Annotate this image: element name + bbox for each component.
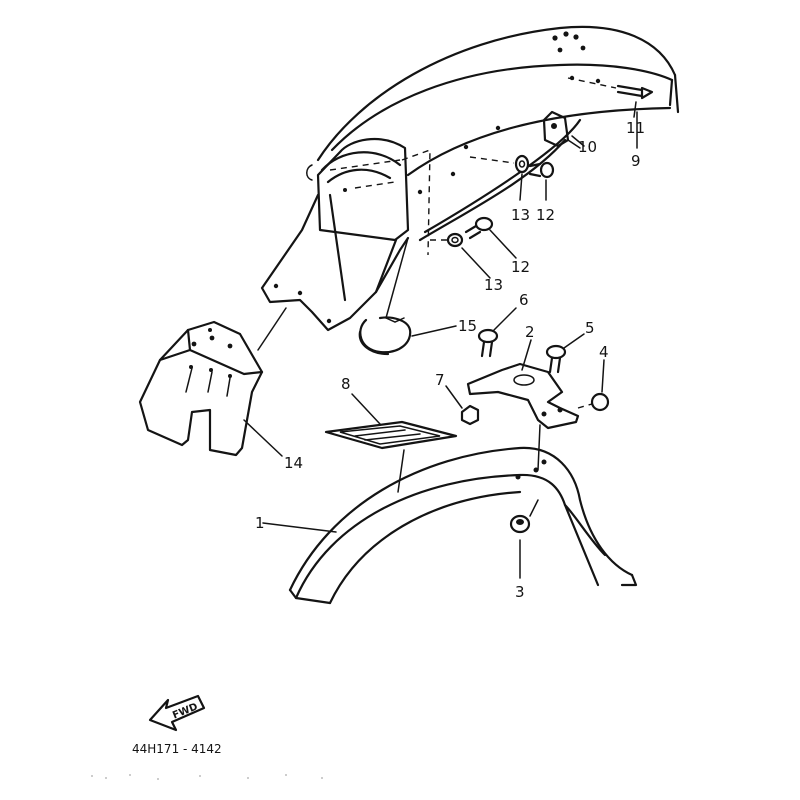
rear-fender [306,25,680,242]
callout-14: 14 [284,454,303,472]
part-11-bolt [567,77,654,100]
inner-fender-panel [260,148,431,332]
part-15-clamp [358,237,412,356]
callout-12-lower: 12 [511,258,530,276]
part-13-washer-upper [469,154,530,174]
callout-8: 8 [341,375,351,393]
part-8-decal [324,420,458,493]
callout-4: 4 [599,343,609,361]
part-12-bolt-lower [464,216,494,240]
part-13-washer-lower [430,232,464,248]
part-5-bolt [545,344,567,374]
front-fender [288,446,638,605]
part-12-bolt-upper [528,161,555,179]
callout-13-lower: 13 [484,276,503,294]
fwd-arrow: FWD [148,694,206,732]
callout-6: 6 [519,291,529,309]
callout-12-upper: 12 [536,206,555,224]
part-3-grommet [509,499,539,534]
callout-13-upper: 13 [511,206,530,224]
callout-numbers: 1 2 3 4 5 6 7 8 9 10 11 12 12 13 13 14 1… [255,119,645,601]
callout-15: 15 [458,317,477,335]
part-14-mud-flap [138,307,287,457]
callout-1: 1 [255,514,265,532]
diagram-code: 44H171 - 4142 [132,742,222,756]
leader-lines [243,101,638,579]
part-2-bracket [466,362,580,471]
part-4-cap-nut [577,392,610,412]
callout-5: 5 [585,319,595,337]
callout-7: 7 [435,371,445,389]
callout-2: 2 [525,323,535,341]
callout-10: 10 [578,138,597,156]
scan-noise [91,774,323,780]
part-6-bolt [477,328,499,358]
callout-11: 11 [626,119,645,137]
part-7-nut [460,404,480,426]
part-10-bracket [542,110,581,149]
callout-3: 3 [515,583,525,601]
callout-9: 9 [631,152,641,170]
